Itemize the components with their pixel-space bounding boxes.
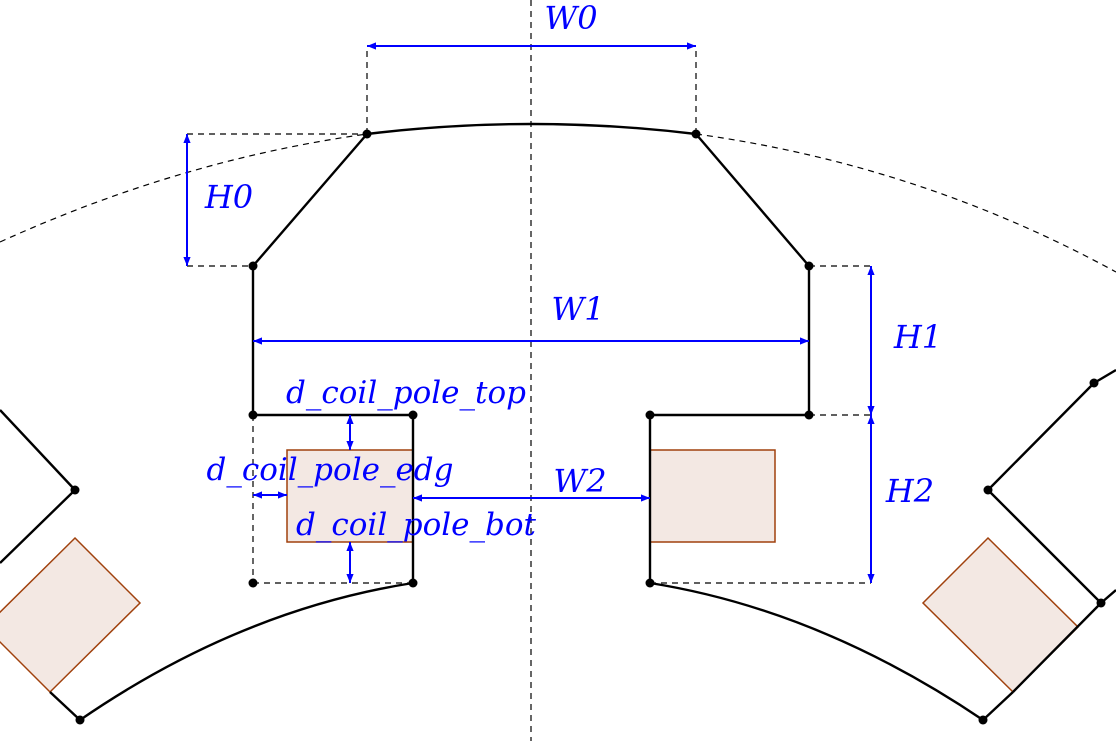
label-h0: H0: [204, 178, 253, 216]
coil-center-left: [286, 449, 414, 543]
label-d-coil-pole-edg: d_coil_pole_edg: [206, 452, 453, 488]
vertex-points: [70, 129, 1106, 725]
neighbor-left-base: [49, 691, 81, 721]
dimension-labels: W0 H0 W1 H1 H2 W2 d_coil_pole_top d_coil…: [204, 0, 942, 543]
neighbor-pole-left: [0, 409, 77, 564]
coils: [0, 449, 1080, 694]
neighbor-right-base: [982, 691, 1014, 721]
yoke-arc-right: [649, 581, 984, 721]
label-d-coil-pole-bot: d_coil_pole_bot: [296, 507, 536, 543]
label-w2: W2: [553, 462, 606, 500]
label-h1: H1: [893, 318, 942, 356]
label-d-coil-pole-top: d_coil_pole_top: [286, 375, 526, 411]
coil-side-right: [921, 536, 1080, 694]
pole-outline: [0, 122, 1116, 721]
dimension-arrows: [183, 42, 875, 583]
neighbor-right-side: [1012, 602, 1102, 693]
label-h2: H2: [885, 472, 934, 510]
coil-center-right: [649, 449, 776, 543]
airgap-arc-right: [695, 133, 1116, 273]
label-w1: W1: [551, 290, 604, 328]
airgap-arc-left: [0, 133, 368, 243]
yoke-arc-left: [79, 581, 414, 721]
label-w0: W0: [544, 0, 597, 37]
coil-side-left: [0, 536, 142, 694]
